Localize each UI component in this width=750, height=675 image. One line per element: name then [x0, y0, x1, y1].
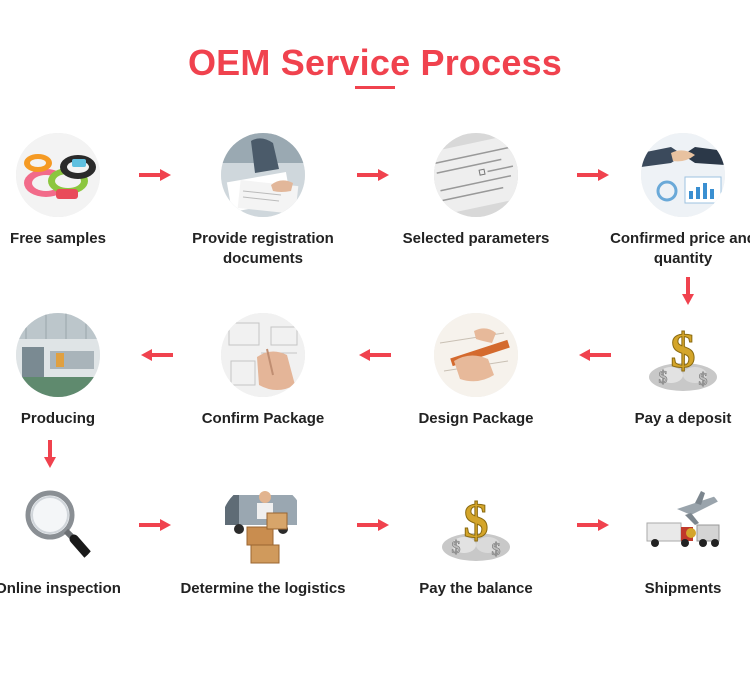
- documents-icon: [221, 133, 305, 217]
- step-registration-documents: Provide registration documents: [178, 133, 348, 269]
- step-label: Determine the logistics: [180, 580, 346, 597]
- arrow-left-icon: [359, 349, 391, 361]
- arrow-right-icon: [357, 169, 389, 181]
- svg-text:$: $: [671, 322, 696, 378]
- arrow-left-icon: [579, 349, 611, 361]
- dollar-icon: $ $ $: [434, 483, 518, 567]
- step-confirmed-price: Confirmed price and quantity: [598, 133, 750, 269]
- drafting-icon: [434, 313, 518, 397]
- step-label: Provide registration documents: [192, 230, 334, 267]
- svg-text:$: $: [699, 369, 708, 389]
- step-shipments: Shipments: [598, 483, 750, 599]
- delivery-icon: [221, 483, 305, 567]
- svg-text:$: $: [464, 492, 489, 548]
- step-label: Confirmed price and quantity: [610, 230, 750, 267]
- arrow-down-icon: [682, 277, 694, 305]
- step-determine-logistics: Determine the logistics: [178, 483, 348, 599]
- step-producing: Producing: [0, 313, 143, 429]
- airplane-truck-icon: [641, 483, 725, 567]
- step-label: Pay the balance: [419, 580, 533, 597]
- step-label: Free samples: [10, 230, 106, 247]
- svg-text:$: $: [452, 537, 461, 557]
- form-icon: [434, 133, 518, 217]
- step-label: Selected parameters: [402, 230, 550, 247]
- arrow-right-icon: [139, 169, 171, 181]
- page-title: OEM Service Process: [187, 42, 562, 83]
- arrow-right-icon: [577, 519, 609, 531]
- sketch-icon: [221, 313, 305, 397]
- handshake-icon: [641, 133, 725, 217]
- step-pay-deposit: $ $ $ Pay a deposit: [598, 313, 750, 429]
- step-confirm-package: Confirm Package: [178, 313, 348, 429]
- step-online-inspection: Online inspection: [0, 483, 143, 599]
- step-free-samples: Free samples: [0, 133, 143, 249]
- title-underline: [355, 86, 395, 89]
- magnifier-icon: [16, 483, 100, 567]
- step-pay-balance: $ $ $ Pay the balance: [391, 483, 561, 599]
- svg-text:$: $: [659, 367, 668, 387]
- step-label: Design Package: [418, 410, 534, 427]
- dollar-icon: $ $ $: [641, 313, 725, 397]
- step-design-package: Design Package: [391, 313, 561, 429]
- step-label: Pay a deposit: [634, 410, 732, 427]
- arrow-left-icon: [141, 349, 173, 361]
- step-label: Confirm Package: [201, 410, 325, 427]
- arrow-right-icon: [357, 519, 389, 531]
- arrow-down-icon: [44, 440, 56, 468]
- arrow-right-icon: [577, 169, 609, 181]
- step-label: Producing: [20, 410, 96, 427]
- svg-text:$: $: [492, 539, 501, 559]
- factory-icon: [16, 313, 100, 397]
- arrow-right-icon: [139, 519, 171, 531]
- step-label: Online inspection: [0, 580, 121, 597]
- step-selected-parameters: Selected parameters: [391, 133, 561, 249]
- wristband-icon: [16, 133, 100, 217]
- step-label: Shipments: [644, 580, 722, 597]
